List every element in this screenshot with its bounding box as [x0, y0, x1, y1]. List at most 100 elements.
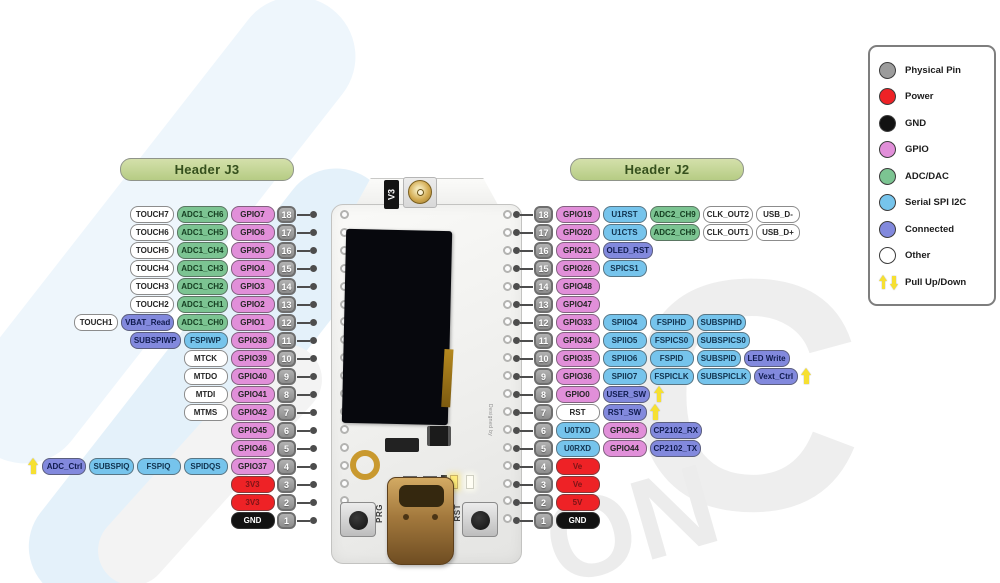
pin-label: FSPICLK: [649, 368, 694, 385]
pin-connector: [297, 247, 317, 254]
pin-connector: [297, 283, 317, 290]
pin-number: 17: [277, 224, 296, 241]
pin-connector-line: [297, 231, 310, 234]
pin-connector-line: [297, 357, 310, 360]
pin-label: GPIO37: [230, 458, 275, 475]
pin-label: FSPIQ: [136, 458, 181, 475]
prg-button-label: PRG: [375, 504, 384, 523]
ic-chip: [427, 426, 451, 446]
pull-up-arrow-icon: [650, 404, 661, 421]
pin-number: 9: [534, 368, 553, 385]
board-hole: [503, 317, 512, 327]
pin-label: SUBSPID: [696, 350, 741, 367]
pin-connector: [297, 229, 317, 236]
pin-label: GND: [230, 512, 275, 529]
pin-label: GPIO33: [555, 314, 600, 331]
board-hole: [503, 245, 512, 255]
pin-connector-line: [297, 249, 310, 252]
pin-number: 8: [534, 386, 553, 403]
pin-connector-line: [520, 375, 533, 378]
pin-label: SPICS1: [602, 260, 647, 277]
pin-label: GPIO45: [230, 422, 275, 439]
pin-dot: [310, 319, 317, 326]
legend-item-pull: Pull Up/Down: [879, 269, 985, 296]
pin-dot: [310, 463, 317, 470]
rst-button-label: RST: [453, 504, 462, 522]
pin-label: RST_SW: [602, 404, 647, 421]
board-hole: [340, 478, 349, 488]
pin-label: VBAT_Read: [121, 314, 175, 331]
pin-label: SUBSPICLK: [696, 368, 751, 385]
pin-label: TOUCH2: [130, 296, 175, 313]
pin-connector: [513, 463, 533, 470]
pin-connector-line: [520, 519, 533, 522]
pin-label: FSPICS0: [649, 332, 694, 349]
pin-dot: [513, 373, 520, 380]
pin-label: GPIO41: [230, 386, 275, 403]
pin-number: 5: [277, 440, 296, 457]
pin-connector-line: [297, 429, 310, 432]
pin-label: SUBSPIHD: [696, 314, 746, 331]
pin-label: TOUCH4: [130, 260, 175, 277]
pin-label: GPIO39: [230, 350, 275, 367]
pin-label: LED Write: [743, 350, 790, 367]
pin-label: SPIIO7: [602, 368, 647, 385]
pin-dot: [513, 337, 520, 344]
pin-dot: [310, 301, 317, 308]
pin-label: TOUCH1: [74, 314, 119, 331]
legend-swatch-conn: [879, 220, 896, 238]
pin-number: 16: [534, 242, 553, 259]
pin-label: U0RXD: [555, 440, 600, 457]
pin-connector: [297, 391, 317, 398]
pin-connector-line: [520, 483, 533, 486]
rst-button: [462, 502, 498, 537]
legend-item-serial: Serial SPI I2C: [879, 190, 985, 217]
board-hole: [503, 442, 512, 452]
pin-label: Ve: [555, 458, 600, 475]
pin-number: 16: [277, 242, 296, 259]
pin-label: CP2102_RX: [649, 422, 702, 439]
pin-dot: [310, 499, 317, 506]
board-hole: [503, 406, 512, 416]
pin-connector-line: [520, 411, 533, 414]
pin-label: SPIIO6: [602, 350, 647, 367]
pin-label: TOUCH3: [130, 278, 175, 295]
header-j3-badge: Header J3: [120, 158, 294, 181]
pin-connector: [297, 445, 317, 452]
legend-item-other: Other: [879, 243, 985, 270]
board-hole: [503, 299, 512, 309]
pin-label: GPIO0: [555, 386, 600, 403]
pin-connector: [297, 373, 317, 380]
pin-number: 4: [277, 458, 296, 475]
pin-label: ADC2_CH9: [649, 206, 700, 223]
legend-label: Serial SPI I2C: [905, 197, 967, 209]
pin-connector-line: [297, 483, 310, 486]
pin-label: GPIO40: [230, 368, 275, 385]
legend-swatch-serial: [879, 194, 896, 212]
pin-label: 5V: [555, 494, 600, 511]
pin-dot: [513, 211, 520, 218]
pin-label: MTCK: [183, 350, 228, 367]
pin-label: MTDI: [183, 386, 228, 403]
coil-component: [350, 450, 380, 480]
board-hole: [503, 335, 512, 345]
pin-label: GPIO48: [555, 278, 600, 295]
pin-dot: [513, 445, 520, 452]
pin-dot: [310, 445, 317, 452]
pin-connector-line: [297, 321, 310, 324]
pin-label: RST: [555, 404, 600, 421]
pin-number: 14: [277, 278, 296, 295]
pin-number: 10: [534, 350, 553, 367]
pin-label: GPIO26: [555, 260, 600, 277]
pin-number: 2: [277, 494, 296, 511]
pin-connector-line: [297, 375, 310, 378]
